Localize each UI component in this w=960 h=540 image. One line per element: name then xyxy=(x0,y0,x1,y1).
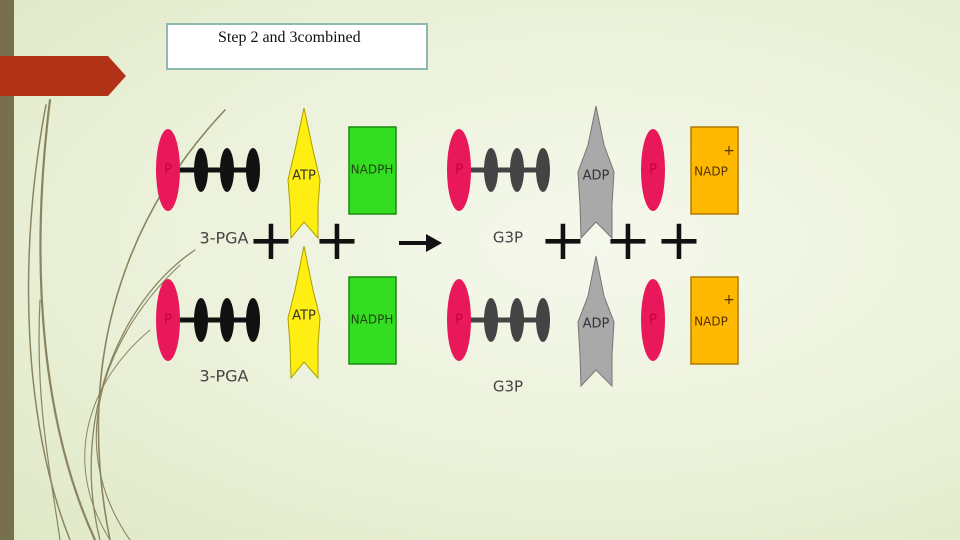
carbon-circle xyxy=(484,298,498,342)
left-accent-bar xyxy=(0,0,14,540)
nadph-box-top: NADPH xyxy=(348,126,397,215)
carbon-circle xyxy=(246,148,260,192)
carbon-circle xyxy=(510,148,524,192)
phosphate-circle xyxy=(447,279,471,361)
carbon-circle xyxy=(194,298,208,342)
phosphate-circle xyxy=(156,279,180,361)
g3p-molecule-top: P xyxy=(447,129,550,211)
g3p-label-bottom: G3P xyxy=(493,378,523,396)
adp-star-icon xyxy=(577,105,615,240)
atp-star-top: ATP xyxy=(287,107,321,240)
atp-star-icon xyxy=(287,245,321,380)
carbon-circle xyxy=(484,148,498,192)
decorative-swoosh xyxy=(27,98,226,540)
phosphate-label: P xyxy=(649,313,657,328)
plus-sign: + xyxy=(314,208,361,273)
reaction-arrow xyxy=(399,234,442,252)
nadph-box-bottom: NADPH xyxy=(348,276,397,365)
pga-molecule-top: P xyxy=(156,129,260,211)
phosphate-circle xyxy=(641,129,665,211)
phosphate-circle xyxy=(156,129,180,211)
nadph-label: NADPH xyxy=(351,163,394,177)
carbon-circle xyxy=(510,298,524,342)
atp-star-icon xyxy=(287,107,321,240)
phosphate-circle xyxy=(641,279,665,361)
atp-star-bottom: ATP xyxy=(287,245,321,380)
carbon-circle xyxy=(536,148,550,192)
phosphate-circle xyxy=(447,129,471,211)
adp-star-top: ADP xyxy=(577,105,615,240)
nadp-charge: + xyxy=(723,292,735,308)
nadp-charge: + xyxy=(723,143,735,159)
slide-title: Step 2 and 3combined xyxy=(218,29,361,46)
title-box: Step 2 and 3combined xyxy=(166,23,428,70)
free-phosphate-bottom: P xyxy=(641,279,665,361)
plus-sign: + xyxy=(605,208,652,273)
pga-molecule-bottom: P xyxy=(156,279,260,361)
plus-sign: + xyxy=(248,208,295,273)
phosphate-label: P xyxy=(455,163,463,178)
pga-label-top: 3-PGA xyxy=(200,229,249,248)
carbon-circle xyxy=(220,148,234,192)
carbon-circle xyxy=(220,298,234,342)
carbon-circle xyxy=(536,298,550,342)
adp-label: ADP xyxy=(583,169,610,184)
phosphate-label: P xyxy=(455,313,463,328)
adp-star-bottom: ADP xyxy=(577,255,615,388)
g3p-molecule-bottom: P xyxy=(447,279,550,361)
atp-label: ATP xyxy=(292,309,316,324)
plus-sign: + xyxy=(656,208,703,273)
phosphate-label: P xyxy=(164,163,172,178)
phosphate-label: P xyxy=(164,313,172,328)
nadph-label: NADPH xyxy=(351,313,394,327)
carbon-circle xyxy=(246,298,260,342)
adp-star-icon xyxy=(577,255,615,388)
plus-sign: + xyxy=(540,208,587,273)
nadp-box-top: NADP + xyxy=(690,126,739,215)
pga-label-bottom: 3-PGA xyxy=(200,367,249,386)
nadp-box-bottom: NADP + xyxy=(690,276,739,365)
accent-arrow-tab xyxy=(0,56,126,96)
free-phosphate-top: P xyxy=(641,129,665,211)
g3p-label-top: G3P xyxy=(493,229,523,247)
phosphate-label: P xyxy=(649,163,657,178)
nadp-label: NADP xyxy=(694,165,728,179)
adp-label: ADP xyxy=(583,317,610,332)
carbon-circle xyxy=(194,148,208,192)
atp-label: ATP xyxy=(292,169,316,184)
nadp-label: NADP xyxy=(694,315,728,329)
